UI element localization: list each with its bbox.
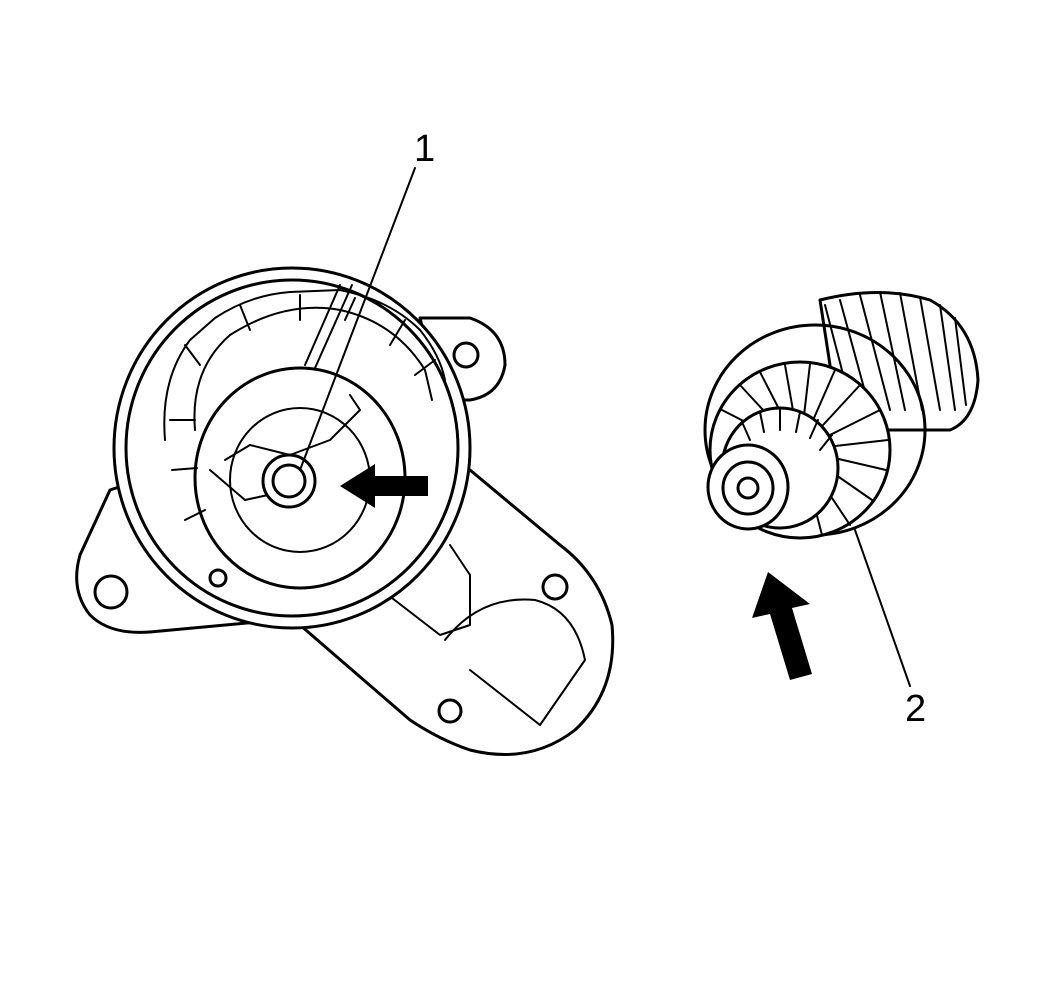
mounting-hole-upper-right [452,341,480,369]
bushing-outer [261,453,317,509]
armature-shaft-collar [706,443,790,531]
housing-inner-lining [193,306,433,431]
insert-direction-arrow-left [340,464,428,508]
housing-outer-rim [112,266,472,630]
mounting-hole-small [208,568,228,588]
starter-housing [75,266,615,756]
callout-label-2: 2 [905,688,927,730]
callout-1-leader [299,167,416,471]
callout-label-1: 1 [414,128,436,170]
callout-2-leader [854,529,911,687]
armature [703,291,980,540]
mounting-hole-lower-right [541,573,569,601]
mounting-hole-bottom [437,698,463,724]
mounting-hole-left [93,574,129,610]
housing-brush-segments [163,289,446,521]
housing-lower-lobe [298,468,615,756]
housing-lower-seam [391,544,471,636]
housing-wire-lead [304,284,353,369]
armature-commutator-bars [741,409,833,451]
armature-core-laminations [824,291,967,421]
housing-inner-rim [124,278,460,618]
armature-shaft-ring [721,460,775,516]
armature-shaft-center [736,476,760,500]
housing-plate-tab [209,394,361,501]
bushing-inner [271,463,307,499]
insert-direction-arrow-up [752,572,812,680]
